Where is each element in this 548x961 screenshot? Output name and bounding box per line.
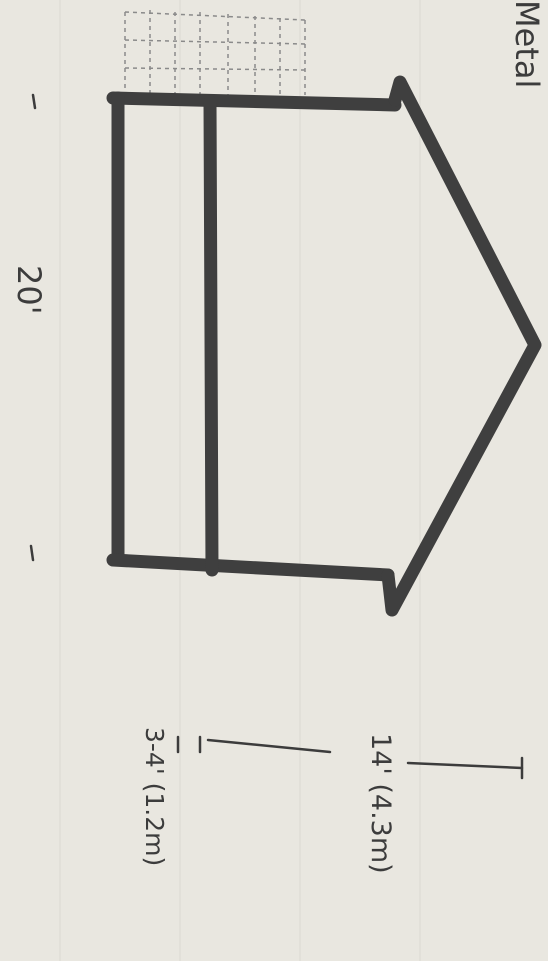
paper-lines bbox=[59, 0, 421, 961]
barn-roof bbox=[381, 75, 542, 617]
barn-wall-bottom bbox=[106, 553, 395, 582]
width-dimension bbox=[29, 93, 37, 562]
barn-interior-beam bbox=[203, 95, 219, 577]
height-label: 14' (4.3m) bbox=[365, 733, 396, 874]
material-label: Metal bbox=[508, 0, 546, 88]
wall-height-label: 3-4' (1.2m) bbox=[140, 727, 169, 866]
barn-wall-top bbox=[106, 91, 402, 112]
metal-panel-hatching bbox=[124, 10, 306, 95]
wall-height-dimension bbox=[176, 735, 332, 754]
height-dimension bbox=[406, 756, 524, 780]
barn-structure bbox=[106, 75, 542, 617]
width-label: 20' bbox=[10, 265, 48, 315]
